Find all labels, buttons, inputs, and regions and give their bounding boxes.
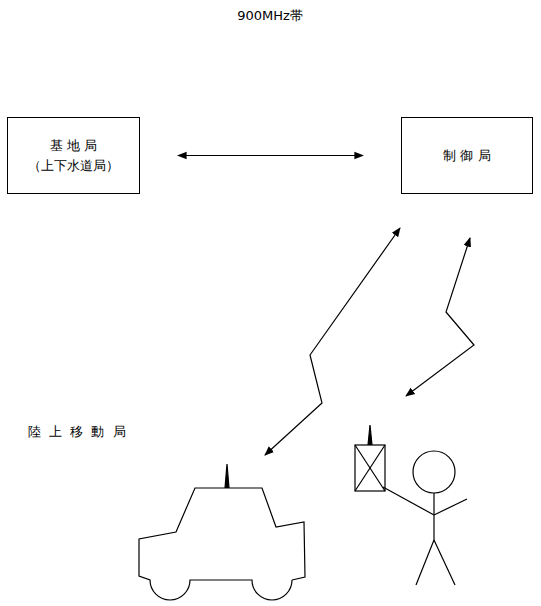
- title: 900MHz帯: [237, 7, 303, 25]
- radio-link: [406, 238, 474, 396]
- person: [355, 425, 467, 585]
- station-name: 制 御 局: [443, 146, 490, 166]
- radio-link: [265, 228, 400, 455]
- car: [139, 464, 305, 600]
- station-name: （上下水道局）: [28, 156, 119, 176]
- link-arrow: [178, 155, 363, 156]
- station-name: 基 地 局: [50, 136, 97, 156]
- station-box: 基 地 局（上下水道局）: [7, 117, 140, 194]
- station-box: 制 御 局: [401, 117, 533, 194]
- station-label: 陸 上 移 動 局: [28, 423, 128, 441]
